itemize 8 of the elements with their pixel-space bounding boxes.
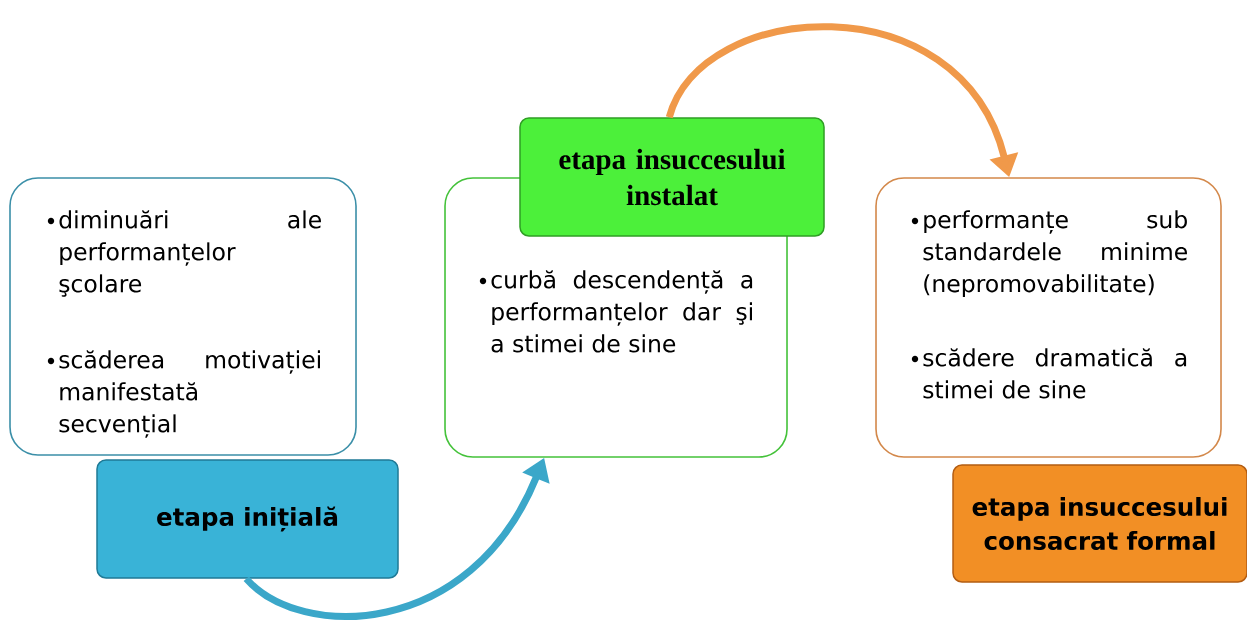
bullet-item: scădere dramatică a stimei de sine	[911, 348, 1187, 399]
stage-box: etapa insuccesului consacrat formal	[952, 464, 1247, 583]
bullet-item: curbă descendență a performanțelor dar şi a stimei de sine	[479, 270, 753, 353]
bullet-item: diminuări ale performanțelor şcolare	[47, 210, 321, 297]
bullet-item: performanțe sub standardele minime (nepromovabilitate)	[911, 210, 1187, 297]
bullet-item: scăderea motivației manifestată secvențial	[47, 350, 320, 438]
stage-box: etapa insuccesului instalat	[519, 117, 825, 237]
stage-box: etapa inițială	[96, 459, 399, 579]
